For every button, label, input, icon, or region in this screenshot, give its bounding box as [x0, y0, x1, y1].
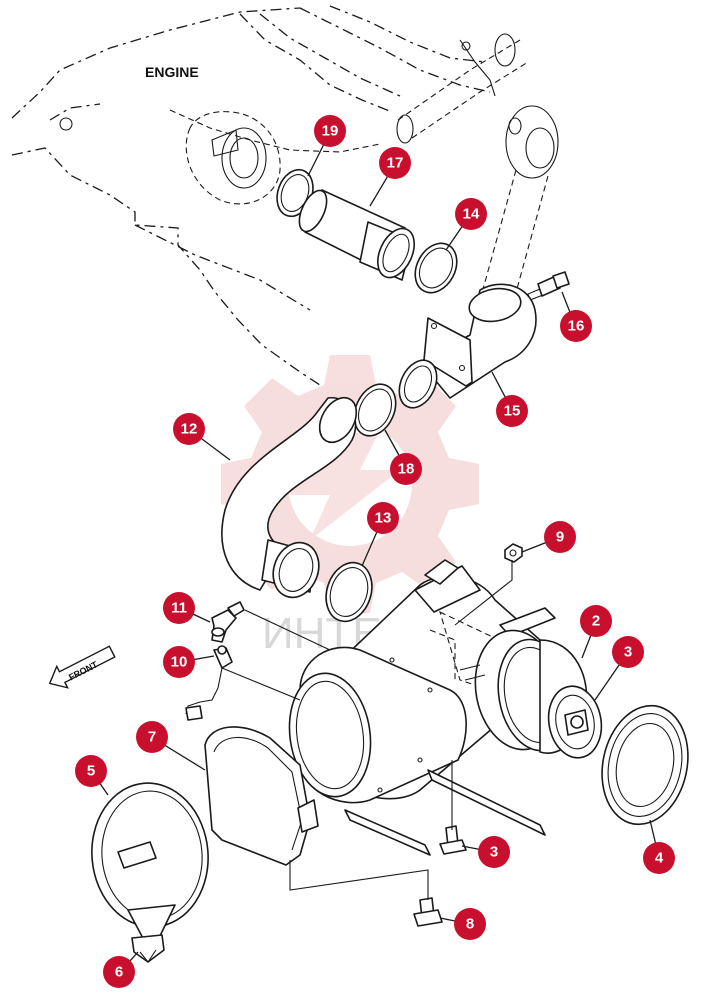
callout-2: 2	[580, 605, 612, 637]
svg-text:7: 7	[148, 729, 156, 746]
engine-label: ENGINE	[145, 64, 199, 80]
svg-text:2: 2	[592, 613, 600, 630]
nut-9	[504, 543, 523, 563]
end-cover-4	[601, 704, 689, 826]
svg-text:10: 10	[171, 654, 188, 671]
callout-3-lower: 3	[478, 836, 510, 868]
svg-text:19: 19	[322, 123, 339, 140]
svg-text:13: 13	[375, 510, 392, 527]
svg-text:5: 5	[87, 763, 95, 780]
bolt-16	[527, 271, 570, 301]
fan-pulley-outline	[479, 105, 559, 301]
inner-element-3	[547, 685, 603, 759]
callout-10: 10	[163, 646, 195, 678]
upper-intake-pipe-outline	[396, 33, 529, 144]
callout-9: 9	[544, 521, 576, 553]
callout-11: 11	[163, 592, 195, 624]
svg-text:4: 4	[655, 850, 664, 867]
hose-12	[221, 396, 358, 599]
callout-6: 6	[103, 956, 135, 988]
callout-7: 7	[136, 721, 168, 753]
svg-text:17: 17	[387, 155, 404, 172]
callout-3-upper: 3	[612, 636, 644, 668]
callout-18: 18	[390, 453, 422, 485]
callout-8: 8	[454, 908, 486, 940]
intake-tube-17	[298, 189, 415, 281]
callout-17: 17	[379, 147, 411, 179]
callout-12: 12	[173, 413, 205, 445]
svg-text:8: 8	[466, 916, 474, 933]
svg-text:6: 6	[115, 964, 123, 981]
band-clamp-7	[204, 726, 319, 866]
svg-text:15: 15	[504, 403, 521, 420]
engine-outline	[11, 5, 491, 386]
callout-14: 14	[455, 198, 487, 230]
clamp-14	[414, 242, 458, 294]
front-direction-arrow	[48, 645, 116, 689]
dust-valve-6	[131, 934, 165, 963]
svg-text:14: 14	[463, 206, 480, 223]
air-cleaner-body	[288, 559, 562, 856]
svg-text:16: 16	[568, 318, 585, 335]
turbocharger-outline	[185, 111, 281, 205]
assembly-lines	[221, 560, 513, 900]
clamp-18	[353, 383, 397, 437]
elbow-fitting-11	[211, 601, 245, 643]
callout-4: 4	[643, 842, 675, 874]
elbow-15	[398, 283, 537, 409]
bolt-3-lower	[439, 825, 467, 855]
svg-text:3: 3	[624, 644, 632, 661]
front-cover-5	[91, 782, 209, 943]
callout-16: 16	[560, 310, 592, 342]
bolt-8	[413, 897, 443, 927]
svg-text:3: 3	[490, 844, 498, 861]
svg-text:11: 11	[171, 600, 187, 617]
sensor-10	[185, 645, 233, 721]
callout-13: 13	[367, 502, 399, 534]
callout-15: 15	[496, 395, 528, 427]
svg-text:12: 12	[181, 421, 198, 438]
clamp-13	[325, 561, 373, 623]
svg-text:9: 9	[556, 529, 564, 546]
callout-5: 5	[75, 755, 107, 787]
svg-text:18: 18	[398, 461, 415, 478]
callout-19: 19	[314, 115, 346, 147]
